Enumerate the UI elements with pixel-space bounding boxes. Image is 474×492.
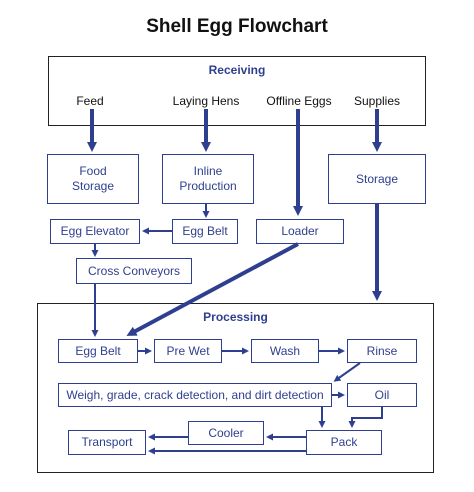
processing-frame xyxy=(37,303,434,473)
node-oil: Oil xyxy=(347,383,417,407)
receiving-frame xyxy=(48,56,426,126)
node-egg-elevator: Egg Elevator xyxy=(50,219,140,244)
input-laying-hens: Laying Hens xyxy=(172,94,240,108)
node-pre-wet-label: Pre Wet xyxy=(166,343,210,358)
node-wash-label: Wash xyxy=(269,343,301,358)
node-loader: Loader xyxy=(256,219,344,244)
node-inline-production-line2: Production xyxy=(179,179,237,193)
receiving-label: Receiving xyxy=(208,63,266,77)
processing-label: Processing xyxy=(203,310,268,324)
node-cooler-label: Cooler xyxy=(208,425,244,440)
input-supplies: Supplies xyxy=(353,94,401,108)
node-storage: Storage xyxy=(328,154,426,204)
node-egg-elevator-label: Egg Elevator xyxy=(60,224,130,238)
node-egg-belt: Egg Belt xyxy=(58,339,138,363)
node-cross-conveyors-label: Cross Conveyors xyxy=(87,263,181,278)
node-loader-label: Loader xyxy=(281,224,319,238)
arrow-rinse-to-weigh-grade xyxy=(333,362,361,382)
node-egg-belt-top-label: Egg Belt xyxy=(182,224,228,238)
node-pack: Pack xyxy=(306,430,382,455)
node-cooler: Cooler xyxy=(188,421,264,445)
node-pack-label: Pack xyxy=(330,435,358,449)
node-egg-belt-top: Egg Belt xyxy=(172,219,238,244)
node-egg-belt-label: Egg Belt xyxy=(75,343,121,358)
node-oil-label: Oil xyxy=(374,387,390,402)
page-title: Shell Egg Flowchart xyxy=(146,16,328,37)
node-rinse-label: Rinse xyxy=(366,343,398,358)
node-cross-conveyors: Cross Conveyors xyxy=(76,258,192,284)
node-rinse: Rinse xyxy=(347,339,417,363)
node-transport: Transport xyxy=(68,430,146,455)
arrow-oil-to-pack xyxy=(348,407,383,428)
node-weigh-grade: Weigh, grade, crack detection, and dirt … xyxy=(58,383,332,407)
node-food-storage-line2: Storage xyxy=(71,179,115,193)
node-weigh-grade-label: Weigh, grade, crack detection, and dirt … xyxy=(66,387,324,402)
node-pre-wet: Pre Wet xyxy=(154,339,222,363)
input-offline-eggs: Offline Eggs xyxy=(266,94,332,108)
node-food-storage-line1: Food xyxy=(79,164,107,178)
node-wash: Wash xyxy=(251,339,319,363)
arrow-loader-to-egg-belt xyxy=(126,242,299,336)
node-storage-label: Storage xyxy=(355,171,399,186)
node-inline-production-line1: Inline xyxy=(193,164,223,178)
node-transport-label: Transport xyxy=(81,435,133,449)
input-feed: Feed xyxy=(76,94,104,108)
